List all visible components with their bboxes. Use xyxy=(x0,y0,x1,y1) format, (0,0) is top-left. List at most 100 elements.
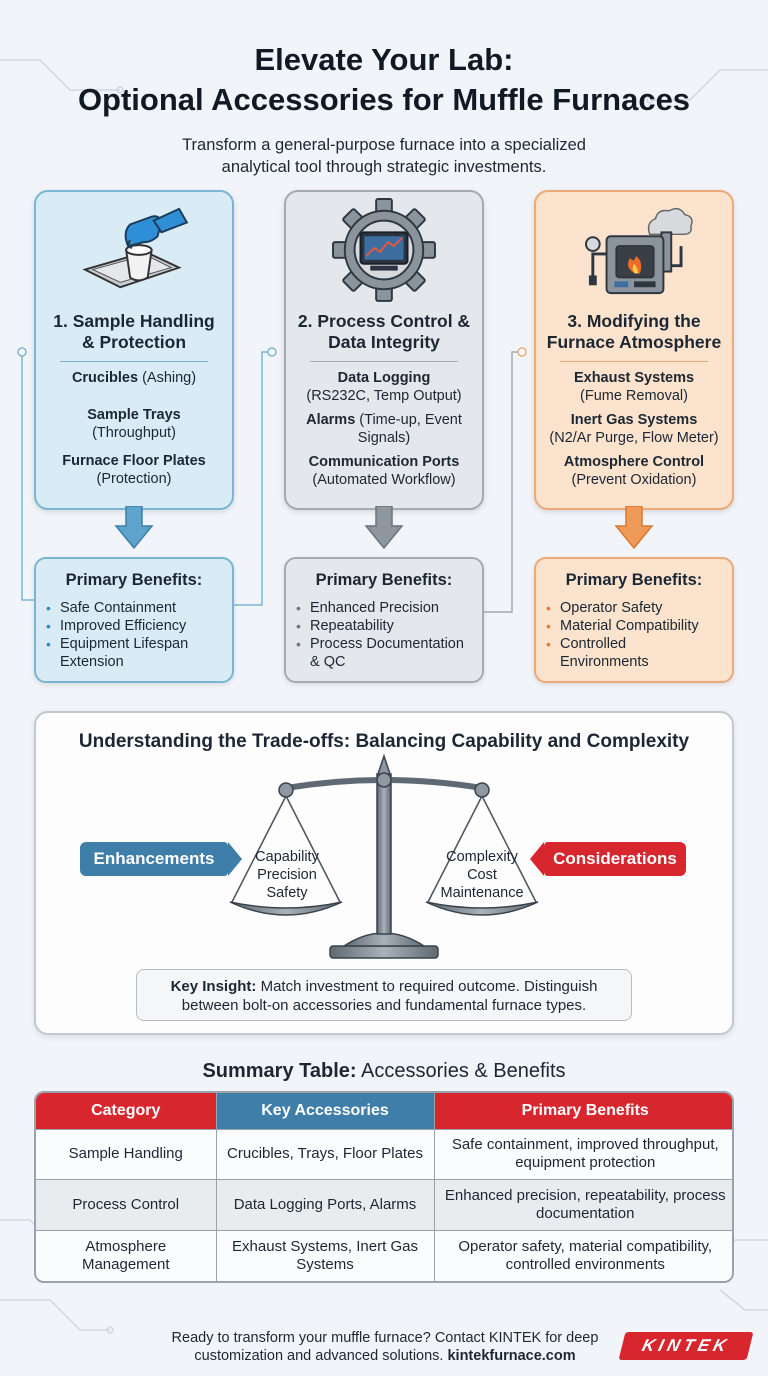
accessory-name: Exhaust Systems xyxy=(573,370,695,386)
card-title-line-1: 1. Sample Handling xyxy=(53,311,215,331)
furnace-gas-exhaust-icon xyxy=(585,207,693,295)
table-cell: Enhanced precision, repeatability, proce… xyxy=(434,1179,732,1231)
summary-table: Category Key Accessories Primary Benefit… xyxy=(34,1091,734,1283)
pan-label: Complexity xyxy=(446,849,518,865)
accessory-detail: (Ashing) xyxy=(142,370,197,386)
benefit-item: Operator Safety xyxy=(546,599,724,617)
card-title-line-2: & Protection xyxy=(81,332,187,352)
table-cell: Exhaust Systems, Inert Gas Systems xyxy=(216,1230,435,1281)
accessory-name: Furnace Floor Plates xyxy=(62,453,206,469)
benefit-item: Process Documentation & QC xyxy=(296,635,468,671)
table-cell: Atmosphere Management xyxy=(36,1230,217,1281)
accessory-item: Communication Ports (Automated Workflow) xyxy=(286,453,482,489)
accessory-item: Alarms (Time-up, Event Signals) xyxy=(286,411,482,447)
card-process-control: 2. Process Control & Data Integrity Data… xyxy=(284,190,484,510)
table-row: Atmosphere Management Exhaust Systems, I… xyxy=(36,1230,732,1281)
benefit-item: Material Compatibility xyxy=(546,617,724,635)
accessory-detail: (Automated Workflow) xyxy=(312,472,456,488)
footer-line-1: Ready to transform your muffle furnace? … xyxy=(171,1330,599,1346)
footer-text: customization and advanced solutions. xyxy=(194,1348,444,1364)
pan-label: Safety xyxy=(266,885,308,901)
accessory-item: Inert Gas Systems (N2/Ar Purge, Flow Met… xyxy=(536,411,732,447)
table-cell: Sample Handling xyxy=(36,1128,217,1180)
accessory-name: Data Logging xyxy=(337,370,431,386)
pan-label: Cost xyxy=(467,867,497,883)
accessory-item: Exhaust Systems (Fume Removal) xyxy=(536,369,732,405)
pan-label: Capability xyxy=(255,849,319,865)
insight-line-1: Key Insight: Match investment to require… xyxy=(137,977,631,996)
accessory-detail: (Fume Removal) xyxy=(580,388,688,404)
insight-label: Key Insight: xyxy=(170,978,257,995)
accessory-list: Data Logging (RS232C, Temp Output) Alarm… xyxy=(286,369,482,499)
pill-pointer-right xyxy=(228,842,242,876)
table-row: Sample Handling Crucibles, Trays, Floor … xyxy=(36,1128,732,1180)
enhancements-label: Enhancements xyxy=(80,842,228,876)
insight-text: Match investment to required outcome. Di… xyxy=(260,978,598,995)
pan-label: Maintenance xyxy=(440,885,524,901)
benefits-list: Operator Safety Material Compatibility C… xyxy=(546,599,724,671)
summary-title-bold: Summary Table: xyxy=(202,1060,357,1082)
accessory-item: Atmosphere Control (Prevent Oxidation) xyxy=(536,453,732,489)
accessory-list: Exhaust Systems (Fume Removal) Inert Gas… xyxy=(536,369,732,499)
benefits-heading: Primary Benefits: xyxy=(315,571,453,589)
kintek-logo: KINTEK xyxy=(618,1332,754,1360)
benefits-heading: Primary Benefits: xyxy=(565,571,703,589)
footer-website-link[interactable]: kintekfurnace.com xyxy=(447,1348,576,1364)
accessory-detail: (RS232C, Temp Output) xyxy=(306,388,462,404)
accessory-detail: (Throughput) xyxy=(92,425,176,441)
benefit-item: Equipment Lifespan Extension xyxy=(46,635,196,671)
table-row: Process Control Data Logging Ports, Alar… xyxy=(36,1179,732,1231)
accessory-name: Sample Trays xyxy=(87,407,181,423)
card-divider xyxy=(310,361,458,362)
benefit-item: Enhanced Precision xyxy=(296,599,474,617)
accessory-detail: (N2/Ar Purge, Flow Meter) xyxy=(549,430,719,446)
accessory-name: Crucibles xyxy=(71,370,139,386)
left-pan-labels: Capability Precision Safety xyxy=(232,848,342,902)
page-subtitle: Transform a general-purpose furnace into… xyxy=(0,134,768,178)
title-line-1: Elevate Your Lab: xyxy=(254,42,514,77)
column-header: Key Accessories xyxy=(216,1093,435,1129)
column-header: Category xyxy=(36,1093,217,1129)
table-header-row: Category Key Accessories Primary Benefit… xyxy=(36,1093,732,1129)
card-title-line-1: 2. Process Control & xyxy=(297,311,471,331)
benefits-heading: Primary Benefits: xyxy=(65,571,203,589)
accessory-name: Atmosphere Control xyxy=(563,454,705,470)
arrow-down-icon xyxy=(114,506,154,550)
benefits-box-furnace-atmosphere: Primary Benefits: Operator Safety Materi… xyxy=(534,557,734,683)
benefit-item: Controlled Environments xyxy=(546,635,656,671)
title-line-2: Optional Accessories for Muffle Furnaces xyxy=(77,82,691,117)
card-divider xyxy=(560,361,708,362)
benefit-item: Safe Containment xyxy=(46,599,224,617)
table-cell: Safe containment, improved throughput, e… xyxy=(434,1128,732,1180)
table-cell: Crucibles, Trays, Floor Plates xyxy=(216,1128,435,1180)
summary-table-title: Summary Table: Accessories & Benefits xyxy=(0,1060,768,1083)
table-cell: Data Logging Ports, Alarms xyxy=(216,1179,435,1231)
connector-lines xyxy=(17,347,527,613)
card-title: 2. Process Control & Data Integrity xyxy=(286,311,482,353)
benefit-item: Repeatability xyxy=(296,617,474,635)
benefits-box-sample-handling: Primary Benefits: Safe Containment Impro… xyxy=(34,557,234,683)
tradeoffs-title: Understanding the Trade-offs: Balancing … xyxy=(78,731,690,752)
insight-line-2: between bolt-on accessories and fundamen… xyxy=(181,997,587,1014)
accessory-item: Furnace Floor Plates (Protection) xyxy=(36,452,232,488)
card-title-line-2: Data Integrity xyxy=(328,332,440,352)
accessory-detail: (Time-up, Event Signals) xyxy=(357,412,462,446)
accessory-item: Data Logging (RS232C, Temp Output) xyxy=(286,369,482,405)
summary-title-rest: Accessories & Benefits xyxy=(361,1060,566,1082)
benefit-item: Improved Efficiency xyxy=(46,617,224,635)
right-pan-labels: Complexity Cost Maintenance xyxy=(426,848,538,902)
pill-pointer-left xyxy=(530,842,544,876)
card-title: 1. Sample Handling & Protection xyxy=(36,311,232,353)
accessory-detail: (Prevent Oxidation) xyxy=(571,472,697,488)
accessory-name: Inert Gas Systems xyxy=(570,412,698,428)
accessory-list: Crucibles (Ashing) Sample Trays (Through… xyxy=(36,369,232,498)
card-sample-handling: 1. Sample Handling & Protection Crucible… xyxy=(34,190,234,510)
key-insight-box: Key Insight: Match investment to require… xyxy=(136,969,632,1021)
benefits-list: Enhanced Precision Repeatability Process… xyxy=(296,599,474,671)
card-title-line-2: Furnace Atmosphere xyxy=(546,332,722,352)
page-title: Elevate Your Lab: Optional Accessories f… xyxy=(0,40,768,120)
benefits-box-process-control: Primary Benefits: Enhanced Precision Rep… xyxy=(284,557,484,683)
table-cell: Process Control xyxy=(36,1179,217,1231)
table-cell: Operator safety, material compatibility,… xyxy=(434,1230,732,1281)
arrow-down-icon xyxy=(364,506,404,550)
